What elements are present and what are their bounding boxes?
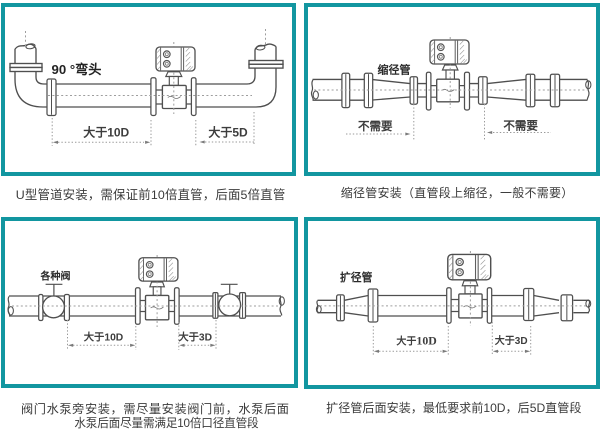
svg-text:各种阀: 各种阀 [40,269,71,282]
svg-text:扩径管: 扩径管 [340,270,373,284]
svg-text:90 °弯头: 90 °弯头 [52,61,102,77]
svg-text:大于10D: 大于10D [83,125,129,140]
svg-text:大于10D: 大于10D [396,333,436,347]
svg-text:大于10D: 大于10D [84,331,123,344]
svg-text:不需要: 不需要 [358,120,393,133]
svg-text:缩径管: 缩径管 [378,62,411,76]
svg-text:大于3D: 大于3D [178,331,212,344]
svg-text:大于3D: 大于3D [495,334,528,347]
svg-text:不需要: 不需要 [503,119,538,132]
svg-text:大于5D: 大于5D [208,125,248,140]
